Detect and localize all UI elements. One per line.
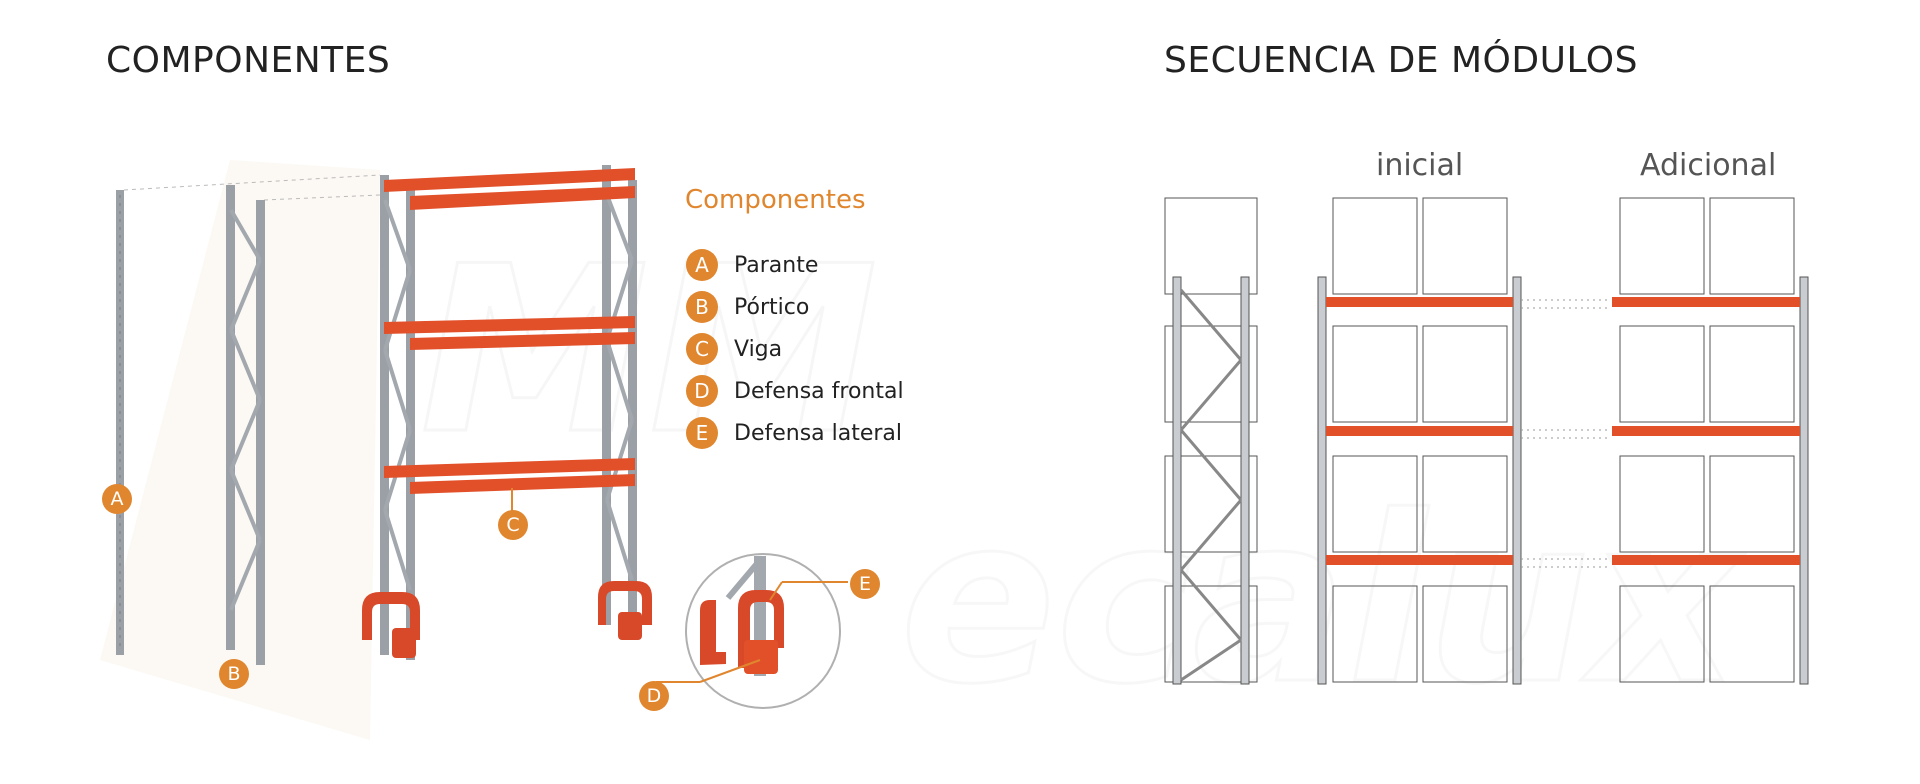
additional-module [1612,197,1809,685]
legend-label-b: Pórtico [734,294,810,320]
single-frame-column [1164,197,1258,685]
legend-badge-e: E [686,417,718,449]
legend-badge-a: A [686,249,718,281]
upright-a [116,190,124,655]
legend-label-e: Defensa lateral [734,420,903,446]
detail-magnifier [656,553,848,709]
initial-module-label: inicial [1376,148,1464,183]
callout-c: C [498,510,528,540]
legend-item-a: A Parante [686,244,904,286]
callout-e: E [850,569,880,599]
legend-label-c: Viga [734,336,783,362]
legend-badge-b: B [686,291,718,323]
components-legend: A Parante B Pórtico C Viga D Defensa fro… [686,244,904,454]
module-sequence-heading: SECUENCIA DE MÓDULOS [1164,40,1638,81]
dashed-guides [123,174,381,201]
legend-item-c: C Viga [686,328,904,370]
legend-label-a: Parante [734,252,819,278]
legend-label-d: Defensa frontal [734,378,904,404]
watermark-graphic: MM ecalux [100,160,1747,740]
frame-b [226,185,265,665]
front-guards [362,581,652,658]
initial-module [1317,197,1522,685]
callout-a: A [102,484,132,514]
callout-d: D [639,681,669,711]
legend-title: Componentes [685,185,866,215]
beam-levels [384,168,635,494]
legend-item-d: D Defensa frontal [686,370,904,412]
assembled-rack [362,165,652,660]
legend-item-b: B Pórtico [686,286,904,328]
legend-badge-c: C [686,333,718,365]
additional-module-label: Adicional [1640,148,1777,183]
callout-b: B [219,659,249,689]
svg-text:MM: MM [420,218,878,485]
legend-badge-d: D [686,375,718,407]
legend-item-e: E Defensa lateral [686,412,904,454]
components-heading: COMPONENTES [106,40,391,81]
